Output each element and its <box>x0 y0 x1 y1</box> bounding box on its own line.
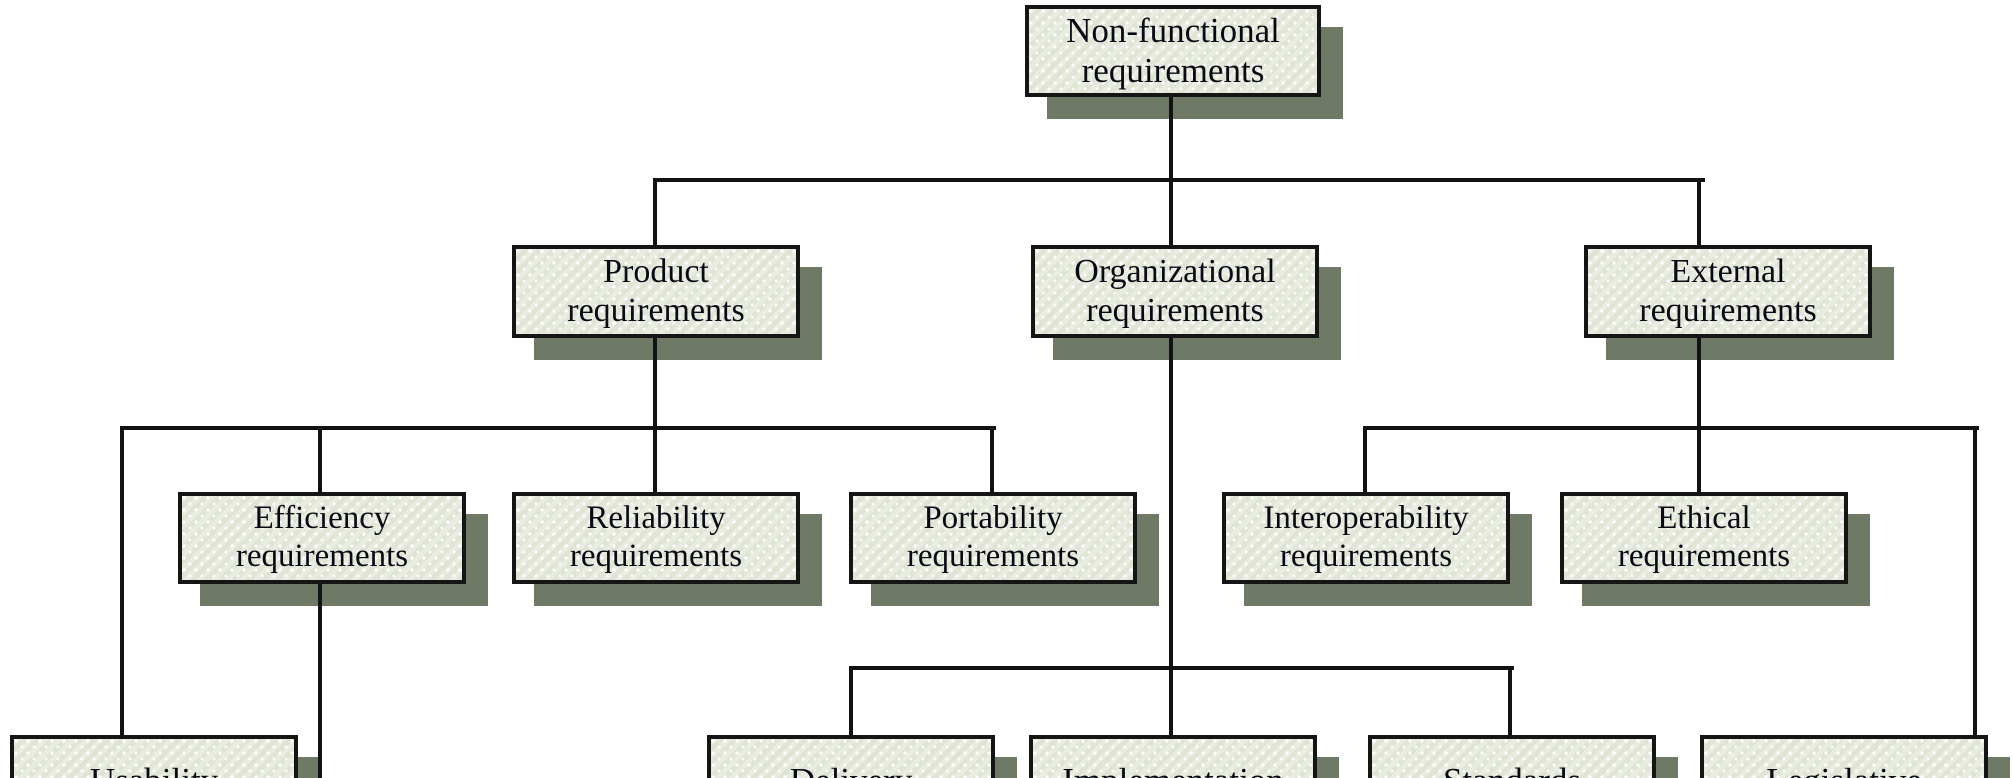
connector-rail2l-to-usability-col <box>120 426 124 740</box>
node-label-line: Efficiency <box>253 500 391 537</box>
node-label-line: requirements <box>1086 291 1264 329</box>
node-label-line: Reliability <box>586 500 726 537</box>
node-label-line: Implementation <box>1062 761 1284 778</box>
connector-row2-right-rail <box>1363 426 1979 430</box>
node-label-line: requirements <box>569 538 743 574</box>
connector-rail3-to-delivery <box>849 666 853 736</box>
node-label-line: requirements <box>906 538 1080 574</box>
node-legislative[interactable]: Legislative <box>1700 735 1988 778</box>
connector-row1-rail <box>653 178 1705 182</box>
node-delivery[interactable]: Delivery <box>707 735 995 778</box>
node-label-line: requirements <box>567 291 745 329</box>
connector-rail2r-to-ethical <box>1697 426 1701 494</box>
node-label-line: Product <box>603 252 709 290</box>
node-label-line: Delivery <box>790 761 912 778</box>
connector-rail1-to-organizational <box>1169 178 1173 248</box>
node-label-line: Ethical <box>1657 500 1751 537</box>
node-standards[interactable]: Standards <box>1368 735 1656 778</box>
connector-row3-rail <box>849 666 1514 670</box>
node-implementation[interactable]: Implementation <box>1029 735 1317 778</box>
node-label-line: requirements <box>1617 538 1791 574</box>
node-label-line: requirements <box>1639 291 1817 329</box>
node-label-line: Usability <box>90 761 218 778</box>
connector-rail2r-to-legislative-col <box>1973 426 1977 740</box>
connector-rail3-to-standards <box>1508 666 1512 736</box>
node-label-line: Non-functional <box>1066 11 1280 51</box>
connector-external-stem <box>1697 338 1701 430</box>
node-label-line: Legislative <box>1766 761 1922 778</box>
connector-usability-stem <box>120 700 124 738</box>
node-label-line: requirements <box>1279 538 1453 574</box>
connector-rail2l-to-portability <box>990 426 994 494</box>
node-label-line: Interoperability <box>1263 500 1469 537</box>
connector-rail1-to-external <box>1697 178 1701 248</box>
connector-organizational-long-stem <box>1169 338 1173 668</box>
connector-rail2l-to-reliability <box>653 426 657 494</box>
connector-rail2l-to-efficiency <box>318 426 322 494</box>
connector-root-stem <box>1169 97 1173 180</box>
connector-legislative-stem <box>1973 600 1977 738</box>
node-label-line: Organizational <box>1074 252 1276 290</box>
node-label-line: Portability <box>923 500 1063 537</box>
node-label-line: Standards <box>1443 761 1581 778</box>
connector-rail1-to-product <box>653 178 657 248</box>
node-usability[interactable]: Usability <box>10 735 298 778</box>
connector-rail3-to-implementation <box>1169 666 1173 736</box>
connector-product-stem <box>653 338 657 430</box>
node-label-line: requirements <box>235 538 409 574</box>
connector-efficiency-stem <box>318 584 322 778</box>
node-label-line: External <box>1670 252 1786 290</box>
connector-row2-left-rail <box>120 426 996 430</box>
connector-rail2r-to-interoperability <box>1363 426 1367 494</box>
node-label-line: requirements <box>1081 51 1265 90</box>
